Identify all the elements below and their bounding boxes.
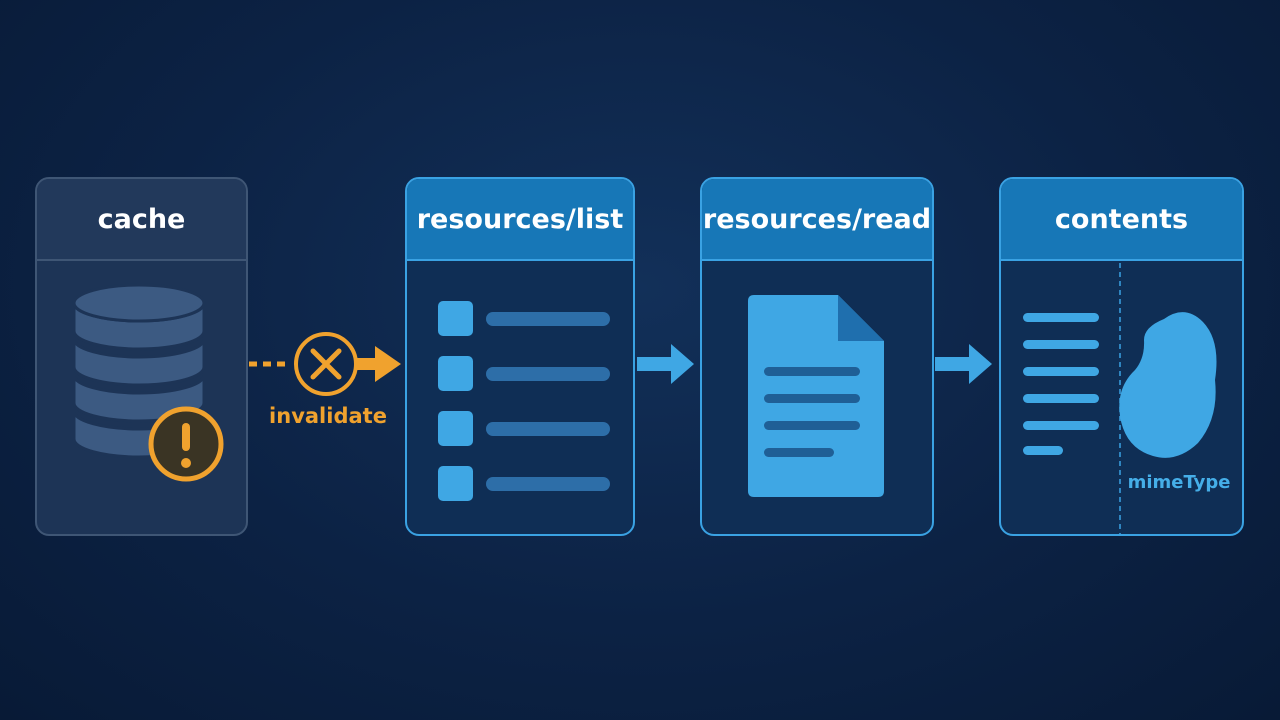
resources-read-body	[702, 261, 932, 534]
resources-list-card: resources/list	[405, 177, 635, 536]
drop-shape-icon	[1119, 312, 1217, 458]
list-icon	[438, 301, 610, 501]
cache-card-body	[37, 261, 246, 534]
resources-read-card: resources/read	[700, 177, 934, 536]
cache-card-title: cache	[37, 179, 246, 261]
arrow-right-icon	[637, 344, 694, 384]
contents-card: contents	[999, 177, 1244, 536]
resources-list-title: resources/list	[407, 179, 633, 261]
resources-read-title: resources/read	[702, 179, 932, 261]
arrow-right-icon	[357, 346, 401, 382]
cancel-icon	[294, 332, 358, 396]
mime-type-label: mimeType	[1127, 472, 1231, 493]
contents-card-title: contents	[1001, 179, 1242, 261]
cache-card: cache	[35, 177, 248, 536]
resources-list-body	[407, 261, 633, 534]
arrow-right-icon	[935, 344, 992, 384]
contents-text-lines	[1023, 263, 1217, 534]
document-icon	[748, 295, 884, 497]
invalidate-label: invalidate	[269, 404, 387, 428]
warning-icon	[148, 406, 224, 482]
contents-card-body	[1001, 261, 1242, 534]
